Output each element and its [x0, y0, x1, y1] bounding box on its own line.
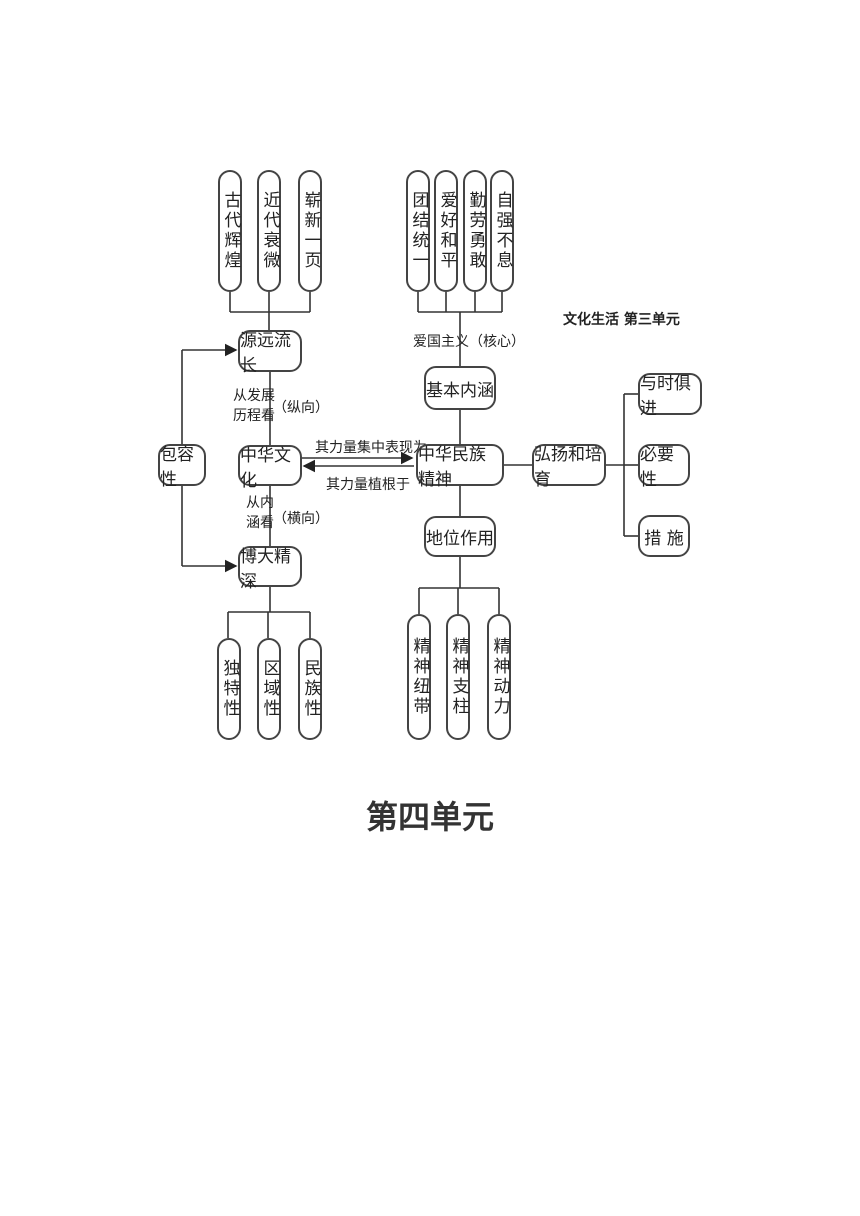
node-label: 精神纽带	[409, 637, 430, 717]
label-liliang-biaoxian: 其力量集中表现为	[315, 440, 427, 456]
node-jindai-shuaiwei: 近代衰微	[257, 170, 281, 292]
node-hongyang-peiyu: 弘扬和培育	[532, 444, 606, 490]
page-heading: 第四单元	[365, 798, 494, 836]
node-jiben-neihan: 基本内涵	[424, 366, 496, 410]
label-aiguo-zhuyi: 爱国主义（核心）	[413, 334, 525, 350]
node-label: 古代辉煌	[220, 191, 241, 271]
node-biyao-xing: 必要性	[638, 444, 690, 490]
node-qinlao-yonggan: 勤劳勇敢	[463, 170, 487, 292]
label-fazhan-licheng: 从发展历程看	[233, 388, 275, 424]
node-aihao-heping: 爱好和平	[434, 170, 458, 292]
diagram-subtitle: 文化生活 第三单元	[563, 312, 680, 328]
node-minzu-xing: 民族性	[298, 638, 322, 740]
node-cuoshi: 措 施	[638, 515, 690, 557]
node-baorong-xing: 包容性	[158, 444, 206, 490]
node-gudai-huihuang: 古代辉煌	[218, 170, 242, 292]
node-label: 团结统一	[408, 191, 429, 271]
label-liliang-zhigen: 其力量植根于	[326, 477, 410, 493]
node-label: 勤劳勇敢	[465, 191, 486, 271]
node-yuanyuan-liuchang: 源远流长	[238, 330, 302, 376]
node-yushi-jujin: 与时俱进	[638, 373, 702, 419]
node-boda-jingshen: 博大精深	[238, 546, 302, 592]
node-tuanjie-tongyi: 团结统一	[406, 170, 430, 292]
node-label: 精神动力	[489, 637, 510, 717]
node-dute-xing: 独特性	[217, 638, 241, 740]
node-quyu-xing: 区域性	[257, 638, 281, 740]
node-diwei-zuoyong: 地位作用	[424, 516, 496, 557]
node-jingshen-niudai: 精神纽带	[407, 614, 431, 740]
node-ziqiang-buxi: 自强不息	[490, 170, 514, 292]
label-hengxiang: （横向）	[273, 511, 329, 527]
node-label: 独特性	[219, 659, 240, 719]
node-label: 区域性	[259, 659, 280, 719]
node-zhonghua-wenhua: 中华文化	[238, 445, 302, 491]
node-zhanxin-yiye: 崭新一页	[298, 170, 322, 292]
node-label: 爱好和平	[436, 191, 457, 271]
node-label: 崭新一页	[300, 191, 321, 271]
node-label: 精神支柱	[448, 637, 469, 717]
node-jingshen-dongli: 精神动力	[487, 614, 511, 740]
node-jingshen-zhizhu: 精神支柱	[446, 614, 470, 740]
node-label: 民族性	[300, 659, 321, 719]
node-label: 自强不息	[492, 191, 513, 271]
label-zongxiang: （纵向）	[273, 400, 329, 416]
label-cong-neihan: 从内涵看	[246, 495, 274, 531]
node-minzu-jingshen: 中华民族精神	[416, 444, 504, 490]
node-label: 近代衰微	[259, 191, 280, 271]
